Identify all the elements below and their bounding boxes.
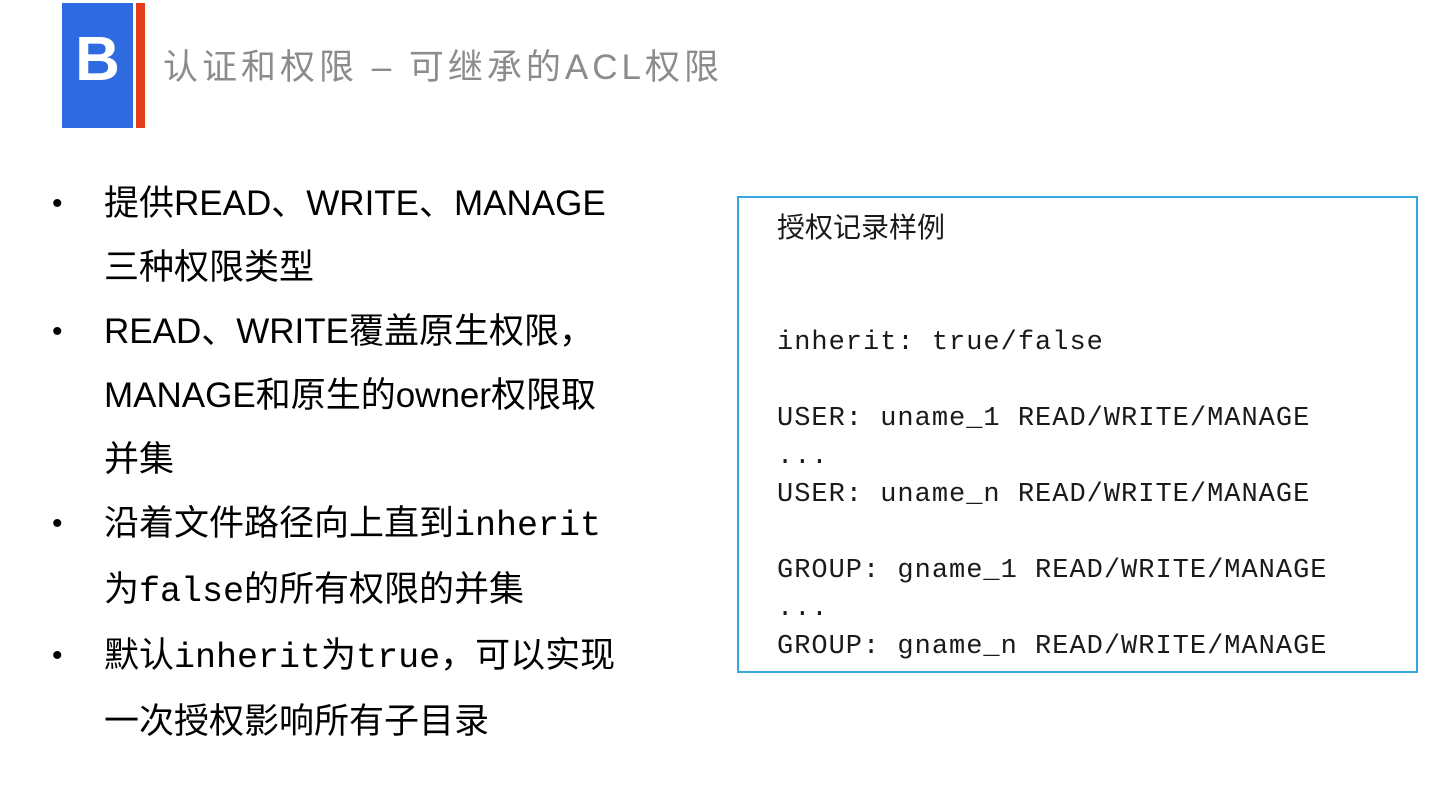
- bullet-line: 为false的所有权限的并集: [104, 558, 738, 624]
- bullet-line: 三种权限类型: [104, 236, 738, 300]
- bullet-segment: 默认: [104, 636, 175, 675]
- bullet-item-path-inherit: • 沿着文件路径向上直到inherit 为false的所有权限的并集: [48, 492, 738, 624]
- bullet-item-override-union: • READ、WRITE覆盖原生权限， MANAGE和原生的owner权限取 并…: [48, 300, 738, 492]
- bullet-marker: •: [52, 187, 63, 220]
- logo-letter: B: [75, 24, 120, 94]
- bullet-segment: 沿着文件路径向上直到: [104, 504, 455, 543]
- bullet-marker: •: [52, 507, 63, 540]
- bullet-segment: true: [356, 638, 441, 678]
- code-blank-line: [777, 362, 1416, 400]
- bullet-text: READ、WRITE覆盖原生权限， MANAGE和原生的owner权限取 并集: [104, 300, 738, 492]
- bullet-line: READ、WRITE覆盖原生权限，: [104, 300, 738, 364]
- sample-box-title: 授权记录样例: [777, 213, 946, 244]
- code-line-user-n: USER: uname_n READ/WRITE/MANAGE: [777, 480, 1311, 510]
- bullet-text: 提供READ、WRITE、MANAGE 三种权限类型: [104, 172, 738, 300]
- sample-box: 授权记录样例 inherit: true/false USER: uname_1…: [737, 196, 1418, 673]
- code-line-ellipsis: ...: [777, 594, 829, 624]
- bullet-line: 提供READ、WRITE、MANAGE: [104, 172, 738, 236]
- bullet-marker: •: [52, 639, 63, 672]
- bullet-line: MANAGE和原生的owner权限取: [104, 364, 738, 428]
- bullet-segment: owner: [395, 376, 492, 415]
- bullet-segment: 三种权限类型: [104, 248, 315, 287]
- code-line-inherit: inherit: true/false: [777, 328, 1104, 358]
- bullet-segment: ，可以实现: [440, 636, 616, 675]
- bullet-text: 默认inherit为true，可以实现 一次授权影响所有子目录: [104, 624, 738, 754]
- bullet-segment: 权限取: [491, 376, 597, 415]
- bullet-segment: 为: [104, 570, 140, 609]
- code-blank-line: [777, 514, 1416, 552]
- bullet-segment: 为: [321, 636, 357, 675]
- bullet-line: 一次授权影响所有子目录: [104, 690, 738, 754]
- bullet-segment: READ、WRITE: [104, 312, 350, 351]
- bullet-segment: inherit: [174, 638, 322, 678]
- bullet-segment: inherit: [454, 506, 602, 546]
- code-blank-line: [777, 248, 1416, 286]
- code-blank-line: [777, 286, 1416, 324]
- bullet-item-permission-types: • 提供READ、WRITE、MANAGE 三种权限类型: [48, 172, 738, 300]
- code-line-group-n: GROUP: gname_n READ/WRITE/MANAGE: [777, 632, 1328, 662]
- bullet-list: • 提供READ、WRITE、MANAGE 三种权限类型 • READ、WRIT…: [48, 172, 738, 754]
- bullet-item-default-inherit: • 默认inherit为true，可以实现 一次授权影响所有子目录: [48, 624, 738, 754]
- bullet-marker: •: [52, 315, 63, 348]
- bullet-segment: 提供: [104, 184, 175, 223]
- code-line-group-1: GROUP: gname_1 READ/WRITE/MANAGE: [777, 556, 1328, 586]
- bullet-segment: 覆盖原生权限，: [349, 312, 595, 351]
- logo-badge: B: [62, 3, 133, 128]
- logo-stripe: [136, 3, 145, 128]
- bullet-segment: READ、WRITE、MANAGE: [174, 184, 606, 223]
- bullet-segment: 并集: [104, 440, 175, 479]
- bullet-line: 沿着文件路径向上直到inherit: [104, 492, 738, 558]
- bullet-segment: 和原生的: [255, 376, 396, 415]
- bullet-segment: MANAGE: [104, 376, 256, 415]
- slide-title: 认证和权限 – 可继承的ACL权限: [163, 47, 724, 87]
- bullet-line: 默认inherit为true，可以实现: [104, 624, 738, 690]
- bullet-text: 沿着文件路径向上直到inherit 为false的所有权限的并集: [104, 492, 738, 624]
- code-line-user-1: USER: uname_1 READ/WRITE/MANAGE: [777, 404, 1311, 434]
- bullet-line: 并集: [104, 428, 738, 492]
- bullet-segment: 一次授权影响所有子目录: [104, 702, 490, 741]
- code-line-ellipsis: ...: [777, 442, 829, 472]
- bullet-segment: false: [139, 572, 245, 612]
- bullet-segment: 的所有权限的并集: [244, 570, 525, 609]
